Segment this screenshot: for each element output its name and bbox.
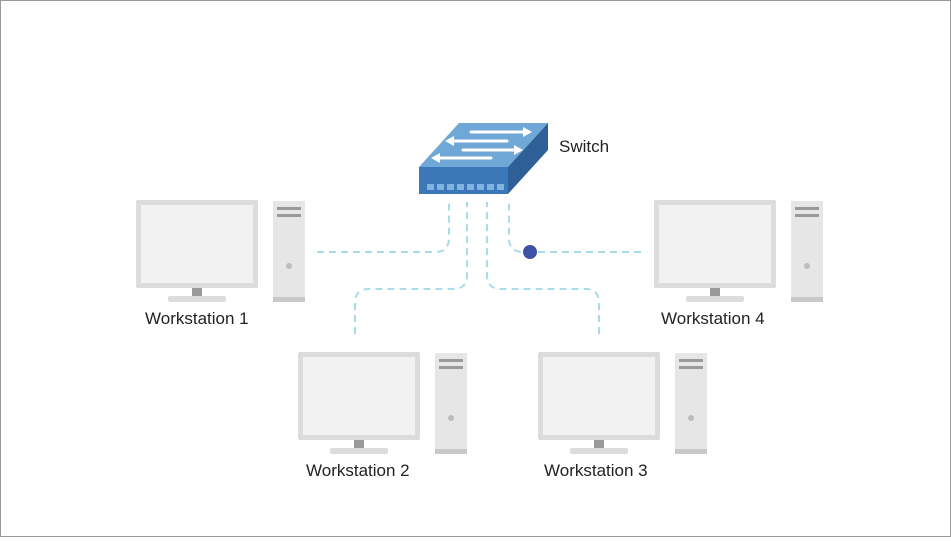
desktop-computer-icon — [136, 200, 305, 302]
link-workstation-4 — [508, 202, 641, 253]
workstation-4-label: Workstation 4 — [661, 309, 765, 328]
desktop-computer-icon — [538, 352, 707, 454]
workstation-2: Workstation 2 — [298, 352, 467, 480]
workstation-1-label: Workstation 1 — [145, 309, 249, 328]
desktop-computer-icon — [298, 352, 467, 454]
desktop-computer-icon — [654, 200, 823, 302]
workstation-3: Workstation 3 — [538, 352, 707, 480]
link-workstation-3 — [486, 202, 600, 334]
link-workstation-2 — [354, 202, 468, 334]
workstation-2-label: Workstation 2 — [306, 461, 410, 480]
packet-dot — [523, 245, 537, 259]
switch-label: Switch — [559, 137, 609, 156]
network-links — [317, 202, 641, 334]
workstation-3-label: Workstation 3 — [544, 461, 648, 480]
workstation-1: Workstation 1 — [136, 200, 305, 328]
link-workstation-1 — [317, 202, 450, 253]
workstation-4: Workstation 4 — [654, 200, 823, 328]
network-switch-icon — [419, 123, 548, 194]
